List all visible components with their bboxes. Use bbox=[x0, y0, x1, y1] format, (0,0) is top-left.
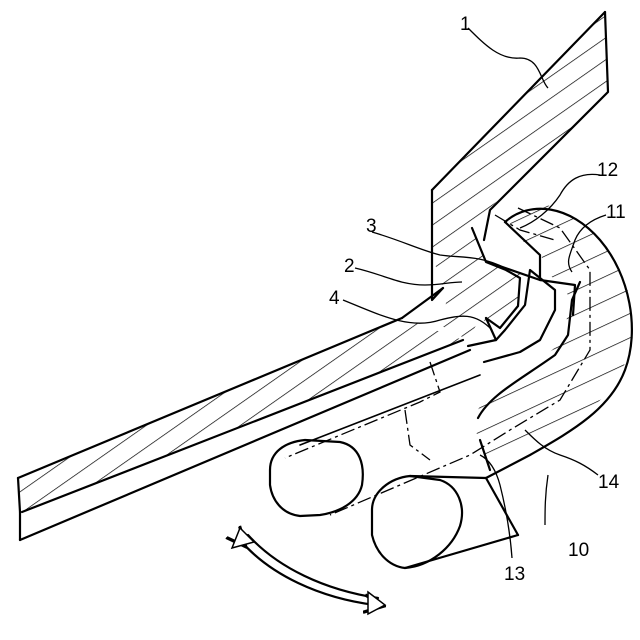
label-3: 3 bbox=[366, 216, 377, 237]
label-1: 1 bbox=[460, 14, 471, 35]
label-10: 10 bbox=[568, 540, 589, 561]
upper-panel bbox=[432, 12, 608, 240]
label-13: 13 bbox=[504, 564, 525, 585]
label-14: 14 bbox=[598, 472, 620, 493]
label-2: 2 bbox=[344, 256, 355, 277]
label-11: 11 bbox=[606, 202, 626, 223]
label-12: 12 bbox=[597, 160, 618, 181]
rotation-arrow bbox=[232, 528, 385, 614]
grip-pad-right bbox=[372, 476, 518, 568]
label-4: 4 bbox=[329, 288, 340, 309]
lower-panel bbox=[18, 318, 470, 540]
